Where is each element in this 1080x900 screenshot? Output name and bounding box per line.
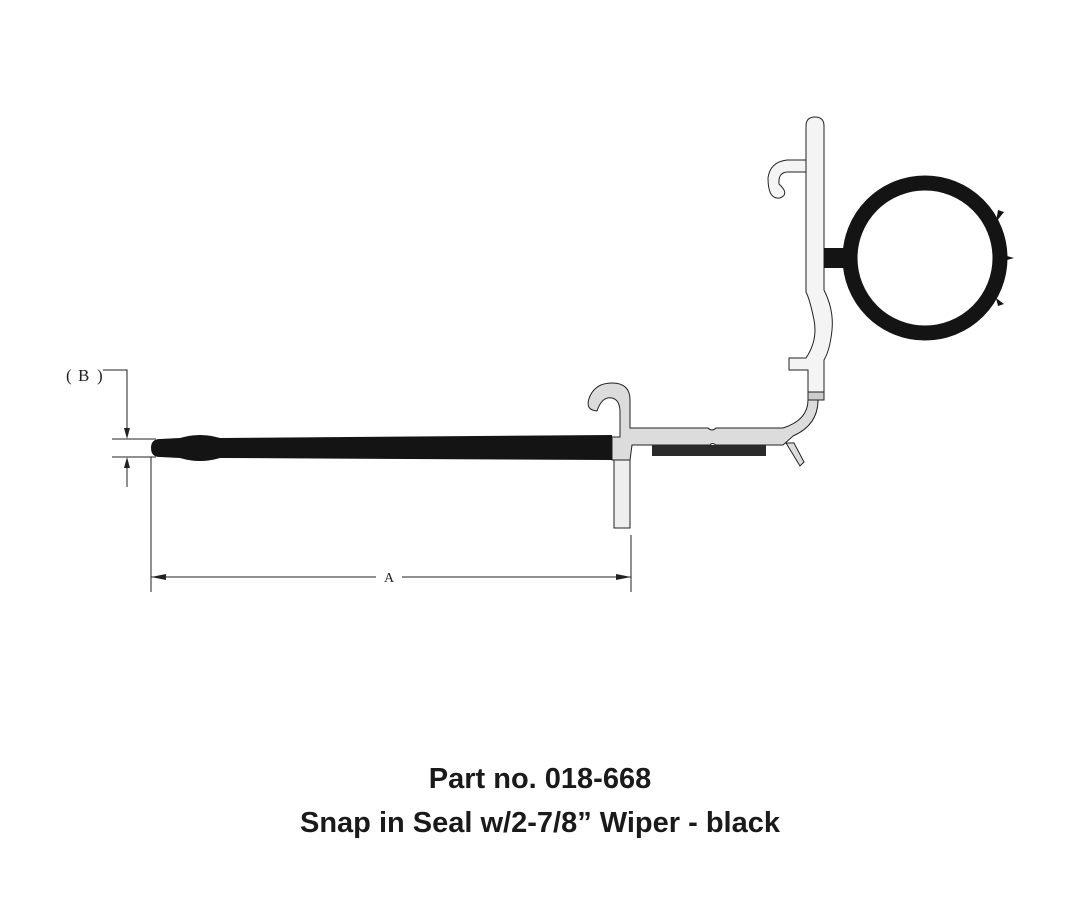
aluminum-retainer-base [587, 382, 819, 529]
aluminum-retainer-vertical [767, 116, 833, 401]
dimension-b-label: B [78, 366, 89, 385]
dimension-a: A [150, 457, 632, 592]
part-description-caption: Snap in Seal w/2-7/8” Wiper - black [299, 807, 780, 839]
adhesive-tape [652, 445, 766, 456]
dimension-b-paren-close: ) [97, 366, 103, 385]
part-number-caption: Part no. 018-668 [428, 763, 652, 795]
retainer-lip [785, 442, 805, 467]
wiper-blade [151, 435, 612, 461]
dimension-a-label: A [384, 571, 395, 586]
dimension-b: ( B ) [66, 366, 156, 487]
bulb-seal [824, 175, 1014, 341]
dimension-b-paren-open: ( [66, 366, 72, 385]
